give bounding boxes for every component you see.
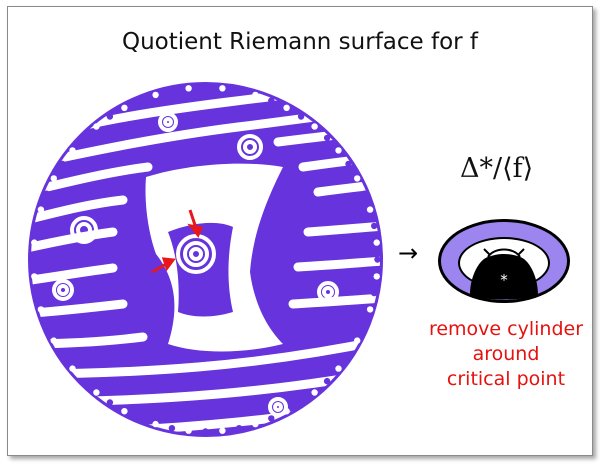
rim-scallop [366, 206, 374, 213]
rim-scallop [345, 351, 352, 359]
rim-scallop [93, 389, 100, 396]
rim-scallop [354, 337, 361, 344]
rim-scallop [323, 134, 331, 142]
rim-scallop [31, 273, 38, 280]
rim-scallop [37, 306, 45, 313]
rim-scallop [69, 365, 76, 372]
rim-scallop [219, 85, 226, 92]
rim-scallop [93, 123, 100, 130]
rim-scallop [33, 289, 40, 297]
rim-scallop [50, 337, 57, 344]
rim-scallop [366, 306, 374, 313]
rim-scallop [283, 408, 290, 415]
rim-scallop [297, 399, 305, 406]
disk-rim-scallops [28, 82, 383, 437]
rim-scallop [297, 113, 305, 120]
rim-scallop [69, 147, 76, 154]
rim-scallop [335, 147, 342, 154]
rim-scallop [168, 87, 176, 94]
rim-scallop [219, 427, 226, 434]
rim-scallop [202, 84, 209, 91]
torus-picture: * [436, 217, 572, 305]
rim-scallop [168, 425, 176, 432]
slide-title: Quotient Riemann surface for f [121, 29, 479, 55]
rim-scallop [268, 415, 275, 422]
rim-scallop [252, 91, 259, 99]
rim-scallop [283, 104, 290, 111]
rim-scallop [59, 160, 66, 168]
rim-scallop [311, 389, 318, 396]
rim-scallop [374, 256, 381, 263]
rim-scallop [106, 113, 114, 120]
rim-scallop [235, 425, 243, 432]
quotient-label: Δ*/⟨f⟩ [460, 153, 534, 184]
rim-scallop [152, 420, 159, 428]
rim-scallop [43, 190, 50, 197]
rim-scallop [371, 289, 378, 297]
rim-scallop [30, 256, 37, 263]
caption-line-2: around [472, 343, 540, 365]
rim-scallop [311, 123, 318, 130]
rim-scallop [361, 190, 368, 197]
slide: Quotient Riemann surface for f [7, 6, 593, 456]
rim-scallop [268, 97, 275, 104]
rim-scallop [361, 322, 368, 329]
rim-scallop [323, 377, 331, 385]
rim-scallop [202, 428, 209, 435]
rim-scallop [345, 160, 352, 168]
arrow-right-icon: → [398, 239, 419, 267]
rim-scallop [185, 85, 192, 92]
caption: remove cylinder around critical point [418, 317, 594, 392]
spiral-points [52, 112, 339, 417]
rim-scallop [185, 427, 192, 434]
rim-scallop [252, 420, 259, 428]
caption-line-3: critical point [446, 368, 566, 390]
rim-scallop [59, 351, 66, 359]
removed-cylinder-region [470, 254, 538, 300]
torus-svg: * [438, 219, 570, 303]
rim-scallop [43, 322, 50, 329]
rim-scallop [80, 377, 88, 385]
rim-scallop [80, 134, 88, 142]
critical-point-mark: * [500, 271, 508, 289]
rim-scallop [136, 97, 143, 104]
rim-scallop [136, 415, 143, 422]
rim-scallop [373, 239, 380, 246]
disk-svg [28, 82, 383, 437]
rim-scallop [152, 91, 159, 99]
rim-scallop [354, 175, 361, 182]
red-arrow-upper [188, 209, 198, 229]
hyperbolic-disk-picture [28, 82, 383, 437]
rim-scallop [335, 365, 342, 372]
rim-scallop [50, 175, 57, 182]
rim-scallop [235, 87, 243, 94]
rim-scallop [106, 399, 114, 406]
red-arrows [151, 209, 204, 274]
rim-scallop [371, 222, 378, 230]
rim-scallop [37, 206, 45, 213]
rim-scallop [31, 239, 38, 246]
rim-scallop [121, 408, 128, 415]
caption-line-1: remove cylinder [428, 318, 584, 340]
rim-scallop [33, 222, 40, 230]
rim-scallop [373, 273, 380, 280]
rim-scallop [121, 104, 128, 111]
